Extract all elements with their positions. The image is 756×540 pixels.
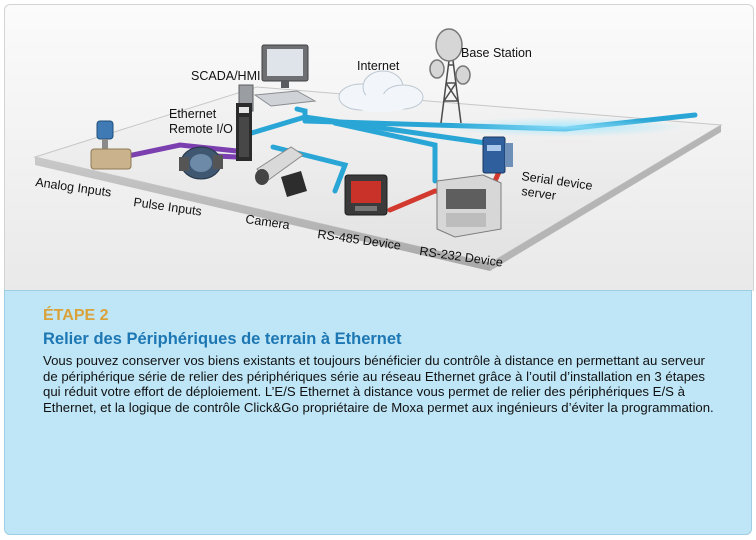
rs232-device <box>436 174 502 238</box>
network-diagram: SCADA/HMI Internet Base Station Ethernet… <box>4 4 754 291</box>
label-internet: Internet <box>357 59 400 73</box>
scada-hmi-computer <box>238 44 317 112</box>
analog-input-device <box>90 120 132 170</box>
pulse-input-device <box>179 146 223 180</box>
step-panel: ÉTAPE 2 Relier des Périphériques de terr… <box>4 290 752 535</box>
label-scada-hmi: SCADA/HMI <box>191 69 260 83</box>
ethernet-glow <box>445 117 685 137</box>
floor-edge-front <box>35 157 490 271</box>
internet-cloud <box>338 70 424 112</box>
remote-io-module <box>236 103 252 161</box>
label-remote-io: Remote I/O <box>169 122 233 136</box>
label-ethernet: Ethernet <box>169 107 217 121</box>
rs485-device <box>344 174 388 216</box>
io-line-analog <box>120 142 240 160</box>
diagram-canvas: SCADA/HMI Internet Base Station Ethernet… <box>33 28 723 271</box>
ethernet-line-scada <box>294 106 308 120</box>
serial-device-server <box>482 136 513 174</box>
step-title: Relier des Périphériques de terrain à Et… <box>43 330 402 348</box>
floor-edge-right <box>490 125 721 271</box>
base-station-tower <box>429 28 471 124</box>
camera-device <box>255 146 307 197</box>
label-camera: Camera <box>245 212 291 232</box>
label-base-station: Base Station <box>461 46 532 60</box>
ethernet-line-rs485 <box>332 120 438 184</box>
step-label: ÉTAPE 2 <box>43 307 109 324</box>
step-description: Vous pouvez conserver vos biens existant… <box>43 353 714 415</box>
label-server: server <box>521 184 557 203</box>
